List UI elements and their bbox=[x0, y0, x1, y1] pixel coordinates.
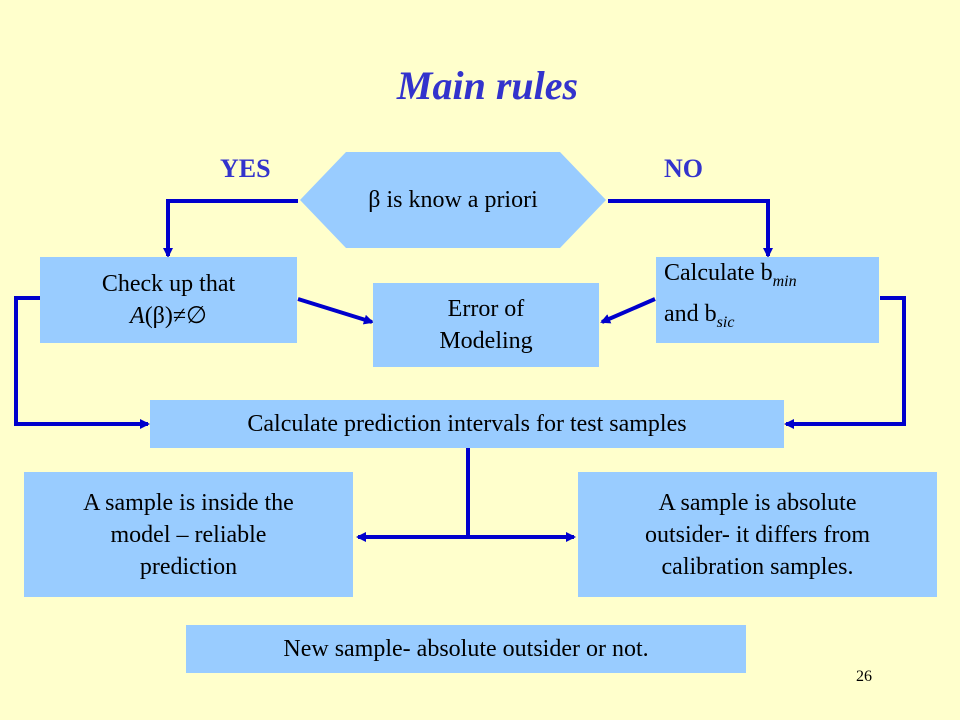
check-a-symbol: A bbox=[130, 303, 145, 329]
calc-b-text1: Calculate b bbox=[664, 260, 773, 286]
check-line1: Check up that bbox=[101, 271, 236, 297]
page-title: Main rules bbox=[396, 63, 579, 108]
calc-b-box: Calculate bmin and bsic bbox=[656, 257, 879, 343]
page-number: 26 bbox=[856, 668, 872, 685]
check-to-error-arrow bbox=[297, 297, 374, 325]
right-loop-arrow bbox=[784, 296, 906, 429]
decision-shape bbox=[300, 152, 606, 248]
check-condition: (β)≠∅ bbox=[144, 303, 207, 329]
yes-arrow bbox=[163, 199, 298, 258]
calc-to-error-arrow bbox=[600, 297, 656, 324]
inside-line2: model – reliable bbox=[110, 521, 267, 548]
check-box: Check up that A(β)≠∅ bbox=[40, 257, 297, 343]
no-label: NO bbox=[664, 154, 703, 183]
outsider-line1: A sample is absolute bbox=[658, 489, 857, 516]
decision-text: β is know a priori bbox=[368, 187, 538, 213]
outsider-box: A sample is absolute outsider- it differ… bbox=[578, 472, 937, 597]
inside-line1: A sample is inside the bbox=[83, 489, 294, 516]
check-line2: A(β)≠∅ bbox=[130, 300, 207, 332]
calc-b-line2: and bsic bbox=[664, 298, 734, 339]
new-sample-box: New sample- absolute outsider or not. bbox=[186, 625, 746, 673]
outsider-line2: outsider- it differs from bbox=[644, 521, 871, 548]
yes-label: YES bbox=[220, 154, 271, 183]
error-box: Error of Modeling bbox=[373, 283, 599, 367]
inside-line3: prediction bbox=[139, 553, 238, 580]
calc-b-line1: Calculate bmin bbox=[664, 257, 797, 298]
error-line1: Error of bbox=[447, 296, 525, 322]
left-loop-arrow bbox=[14, 296, 150, 429]
calc-b-sub2: sic bbox=[716, 313, 735, 331]
calc-b-text2: and b bbox=[664, 300, 717, 327]
no-arrow bbox=[608, 199, 773, 258]
error-line2: Modeling bbox=[439, 328, 533, 354]
calc-b-sub1: min bbox=[772, 272, 797, 290]
outsider-line3: calibration samples. bbox=[661, 553, 854, 580]
prediction-box: Calculate prediction intervals for test … bbox=[150, 400, 784, 448]
inside-box: A sample is inside the model – reliable … bbox=[24, 472, 353, 597]
